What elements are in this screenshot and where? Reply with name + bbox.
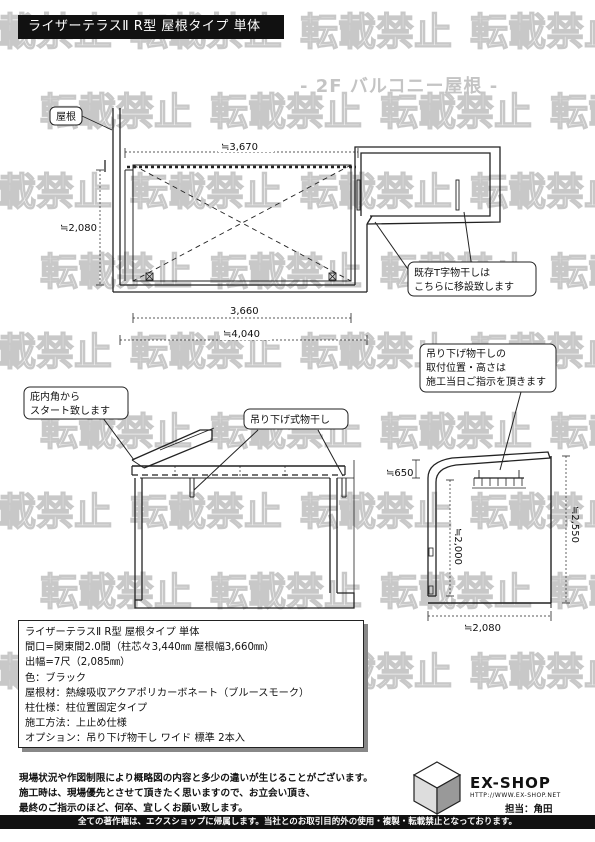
watermark-text: 転載禁止 bbox=[40, 570, 192, 614]
position-callout-line3: 施工当日ご指示を頂きます bbox=[426, 375, 546, 388]
watermark-text: 転載禁止 bbox=[210, 250, 362, 294]
watermark-text: 転載禁止 bbox=[130, 490, 282, 534]
spec-width: 間口=関東間2.0間（柱芯々3,440㎜ 屋根幅3,660㎜） bbox=[25, 642, 275, 654]
relocate-callout-line2: こちらに移設致します bbox=[414, 280, 514, 293]
relocate-callout-line1: 既存T字物干しは bbox=[414, 266, 490, 279]
position-callout-line2: 取付位置・高さは bbox=[426, 361, 506, 374]
spec-color: 色：ブラック bbox=[25, 672, 87, 684]
copyright-footer: 全ての著作権は、エクスショップに帰属します。当社とのお取引目的外の使用・複製・転… bbox=[0, 815, 595, 829]
section-label: - 2F バルコニー屋根 - bbox=[300, 76, 499, 97]
plan-dim-outer: ≒4,040 bbox=[223, 329, 260, 340]
spec-depth: 出幅=7尺（2,085㎜） bbox=[25, 657, 131, 669]
side-elevation-labels: 吊り下げ物干しの 取付位置・高さは 施工当日ご指示を頂きます ≒650 ≒2,0… bbox=[386, 343, 580, 634]
watermark-text: 転載禁止 bbox=[550, 410, 595, 454]
brand-name: EX-SHOP bbox=[470, 774, 551, 792]
watermark-text: 転載禁止 bbox=[300, 10, 452, 54]
spec-method: 施工方法：上止め仕様 bbox=[25, 718, 127, 730]
start-callout-line1: 庇内角から bbox=[30, 390, 80, 403]
dryer-callout: 吊り下げ式物干し bbox=[250, 413, 330, 426]
page-title: ライザーテラスⅡ R型 屋根タイプ 単体 bbox=[18, 15, 284, 39]
brand-url: HTTP://WWW.EX-SHOP.NET bbox=[470, 792, 561, 799]
watermark-text: 転載禁止 bbox=[0, 170, 112, 214]
watermark-text: 転載禁止 bbox=[380, 410, 532, 454]
watermark-text: 転載禁止 bbox=[0, 330, 112, 374]
watermark-text: 転載禁止 bbox=[470, 650, 595, 694]
note-line: 施工時は、現場優先とさせて頂きたく思いますので、お立会い頂き、 bbox=[19, 788, 316, 799]
watermark-text: 転載禁止 bbox=[550, 90, 595, 134]
watermark-text: 転載禁止 bbox=[550, 570, 595, 614]
staff-name: 担当：角田 bbox=[505, 804, 553, 815]
watermark-text: 転載禁止 bbox=[40, 250, 192, 294]
plan-labels: 屋根 ≒3,670 ≒2,080 3,660 ≒4,040 既存T字物干しは こ… bbox=[49, 106, 537, 340]
watermark-text: 転載禁止 bbox=[300, 490, 452, 534]
watermark-text: 転載禁止 bbox=[550, 250, 595, 294]
watermark-text: 転載禁止 bbox=[380, 570, 532, 614]
watermark-text: 転載禁止 bbox=[130, 170, 282, 214]
side-dim-bottom: ≒2,080 bbox=[464, 623, 501, 634]
plan-dim-top: ≒3,670 bbox=[221, 142, 258, 153]
spec-post: 柱仕様：柱位置固定タイプ bbox=[25, 703, 148, 715]
spec-box: ライザーテラスⅡ R型 屋根タイプ 単体 間口=関東間2.0間（柱芯々3,440… bbox=[18, 620, 364, 748]
position-callout-line1: 吊り下げ物干しの bbox=[426, 347, 506, 360]
front-elevation bbox=[99, 413, 355, 609]
side-dim-top: ≒650 bbox=[386, 468, 413, 479]
plan-dim-left: ≒2,080 bbox=[60, 223, 97, 234]
watermark-text: 転載禁止 bbox=[470, 170, 595, 214]
note-line: 現場状況や作図制限により概略図の内容と多少の違いが生じることがございます。 bbox=[19, 773, 373, 784]
spec-product: ライザーテラスⅡ R型 屋根タイプ 単体 bbox=[25, 627, 200, 638]
watermark-text: 転載禁止 bbox=[210, 410, 362, 454]
watermark-text: 転載禁止 bbox=[380, 90, 532, 134]
side-dim-total-height: ≒2,550 bbox=[569, 506, 580, 543]
side-elevation bbox=[412, 391, 570, 621]
front-elevation-labels: 庇内角から スタート致します 吊り下げ式物干し bbox=[23, 386, 349, 430]
spec-option: オプション：吊り下げ物干し ワイド 標準 2本入 bbox=[25, 733, 245, 745]
watermark-text: 転載禁止 bbox=[470, 490, 595, 534]
watermark-text: 転載禁止 bbox=[0, 490, 112, 534]
roof-label: 屋根 bbox=[56, 110, 76, 123]
side-dim-inner-height: ≒2,000 bbox=[452, 528, 463, 565]
notes: 現場状況や作図制限により概略図の内容と多少の違いが生じることがございます。 施工… bbox=[19, 771, 373, 816]
watermark-text: 転載禁止 bbox=[300, 170, 452, 214]
watermark-text: 転載禁止 bbox=[210, 90, 362, 134]
spec-roof-material: 屋根材：熱線吸収アクアポリカーボネート（ブルースモーク） bbox=[25, 687, 310, 699]
start-callout-line2: スタート致します bbox=[30, 404, 110, 417]
watermark-text: 転載禁止 bbox=[470, 10, 595, 54]
note-line: 最終のご指示のほど、何卒、宜しくお願い致します。 bbox=[19, 803, 248, 814]
plan-dim-inner: 3,660 bbox=[230, 306, 259, 317]
exshop-logo-icon bbox=[412, 761, 462, 816]
plan-view bbox=[81, 108, 501, 345]
